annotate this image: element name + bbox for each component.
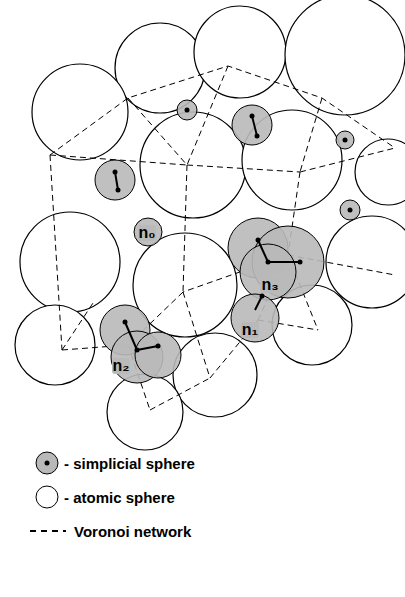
legend-dot [45,461,50,466]
voronoi-edge [187,165,300,172]
voronoi-edge [183,165,187,292]
legend-text: - atomic sphere [64,490,175,505]
sphere-centre [135,348,140,353]
legend-text: - simplicial sphere [64,456,195,471]
simplicial-sphere [240,244,296,300]
sphere-link [268,261,300,263]
atomic-sphere [173,333,257,417]
simplicial-sphere [95,160,135,200]
legend-sample [36,486,58,508]
sphere-centre [185,108,190,113]
atomic-sphere [32,64,128,160]
sphere-centre [255,134,260,139]
atomic-sphere [355,139,405,205]
atomic-sphere [20,212,120,312]
simplicial-sphere [336,131,354,149]
sphere-centre [260,294,265,299]
sphere-link [115,172,118,190]
simplicial-sphere [177,100,197,120]
sphere-link [125,322,137,350]
sphere-centre [343,138,348,143]
sphere-centre [113,170,118,175]
simplicial-sphere [135,332,181,378]
voronoi-edge [300,98,322,172]
callout-label: n₃ [260,277,279,293]
simplicial-sphere [232,105,272,145]
legend-text: Voronoi network [74,524,191,539]
sphere-centre [156,344,161,349]
callout-label: n₁ [241,322,259,338]
legend-dash [30,530,66,532]
atomic-sphere [15,305,95,385]
sphere-centre [266,260,271,265]
voronoi-edge [300,148,395,172]
legend-simplicial [36,452,58,474]
sphere-centre [116,188,121,193]
sphere-centre [256,238,261,243]
legend-sample [30,531,66,532]
sphere-link [252,116,257,136]
simplicial-sphere [340,200,360,220]
atomic-sphere [115,23,205,113]
atomic-sphere [194,6,286,98]
legend-atomic [36,486,58,508]
sphere-centre [348,208,353,213]
voronoi-edge [62,300,95,350]
voronoi-edge [183,292,210,378]
callout-label: n₀ [138,225,157,241]
sphere-link [137,346,158,350]
voronoi-edge [150,378,210,410]
sphere-centre [123,320,128,325]
sphere-centre [298,260,303,265]
simplicial-sphere [231,294,279,342]
callout-label: n₂ [112,358,131,374]
atomic-sphere [285,0,405,115]
sphere-link [258,240,268,262]
atomic-sphere [107,374,183,450]
simplicial-sphere [134,218,162,246]
voronoi-edge [50,155,62,350]
sphere-centre [250,114,255,119]
legend-sample [36,452,58,474]
